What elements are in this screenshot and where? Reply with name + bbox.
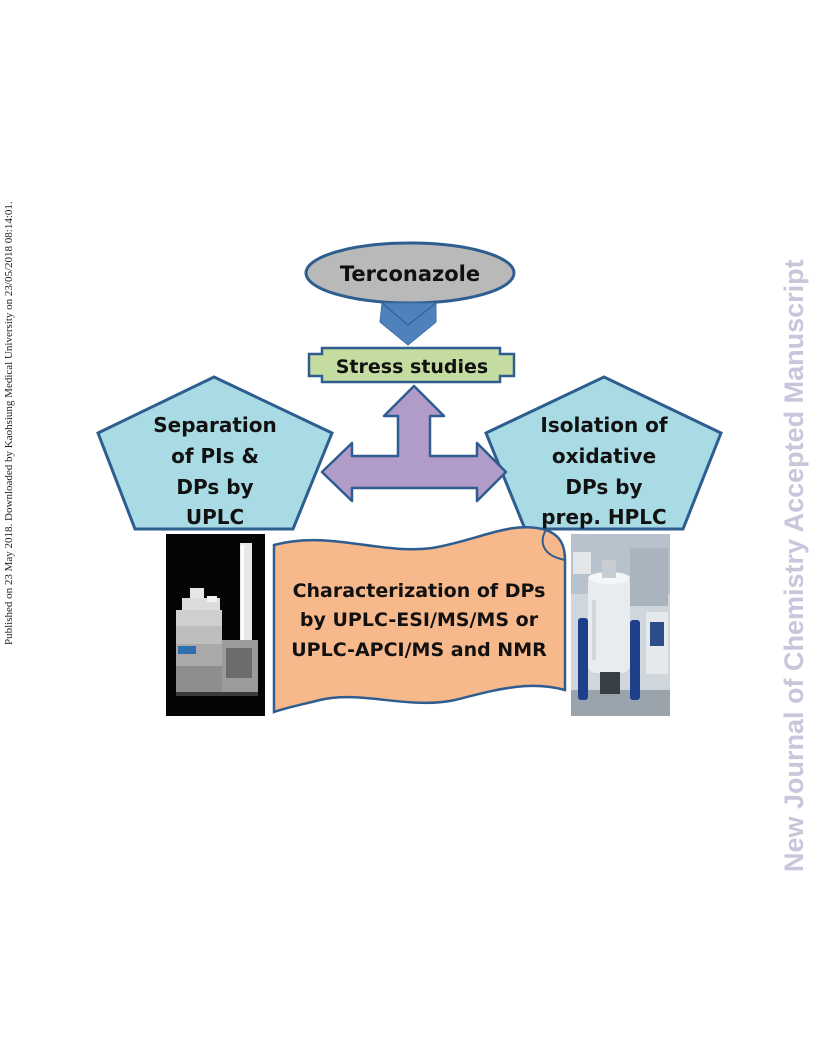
down-arrow xyxy=(379,302,437,346)
characterization-line-3: UPLC-APCI/MS and NMR xyxy=(291,639,547,661)
isolation-node: Isolation of oxidative DPs by prep. HPLC xyxy=(484,375,723,531)
characterization-line-1: Characterization of DPs xyxy=(293,580,546,602)
separation-line-4: UPLC xyxy=(186,505,244,529)
terconazole-node: Terconazole xyxy=(304,241,516,305)
publication-note: Published on 23 May 2018. Downloaded by … xyxy=(3,201,15,645)
terconazole-label: Terconazole xyxy=(340,262,480,286)
isolation-line-4: prep. HPLC xyxy=(541,505,666,529)
uplc-instrument-photo xyxy=(166,534,265,716)
isolation-line-3: DPs by xyxy=(565,475,642,499)
separation-node: Separation of PIs & DPs by UPLC xyxy=(96,375,334,531)
isolation-line-2: oxidative xyxy=(552,444,656,468)
separation-line-3: DPs by xyxy=(176,475,253,499)
separation-line-2: of PIs & xyxy=(171,444,259,468)
characterization-node: Characterization of DPs by UPLC-ESI/MS/M… xyxy=(272,526,567,714)
journal-watermark: New Journal of Chemistry Accepted Manusc… xyxy=(779,259,809,872)
three-way-arrow xyxy=(320,384,508,503)
separation-line-1: Separation xyxy=(153,413,277,437)
isolation-line-1: Isolation of xyxy=(540,413,668,437)
characterization-line-2: by UPLC-ESI/MS/MS or xyxy=(300,609,539,631)
stress-studies-label: Stress studies xyxy=(336,356,488,378)
stress-studies-node: Stress studies xyxy=(307,346,516,384)
nmr-spectrometer-photo xyxy=(571,534,670,716)
